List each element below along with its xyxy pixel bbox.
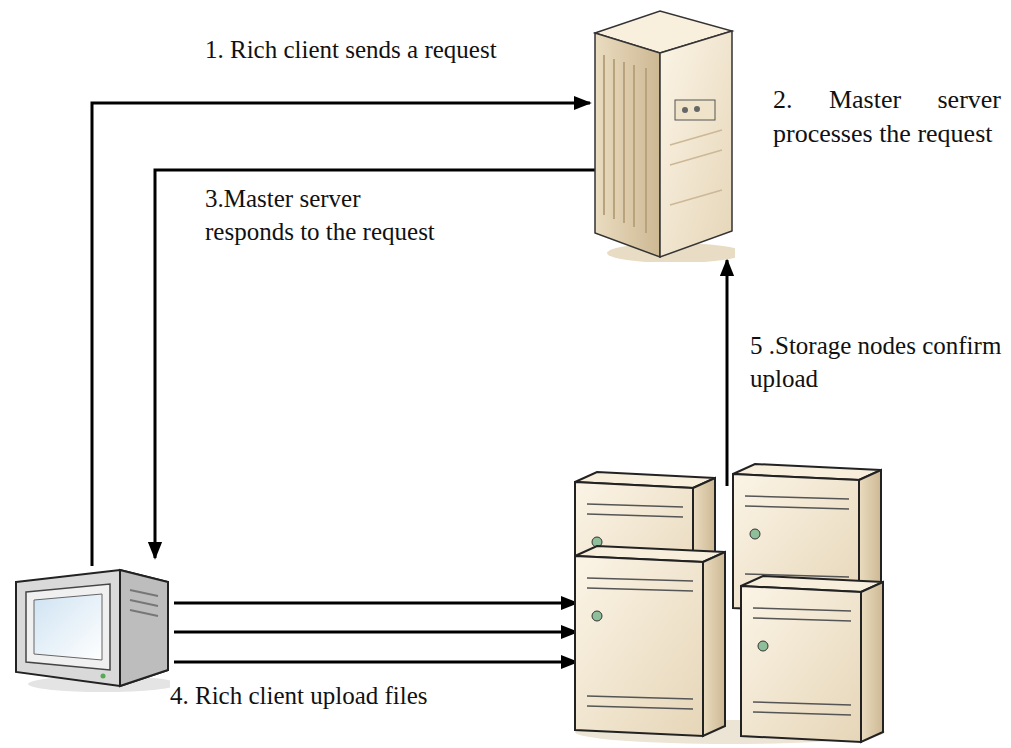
flow-arrow [174, 631, 577, 634]
flow-arrow [174, 661, 577, 664]
storage-nodes [565, 460, 887, 745]
step-label: 5 .Storage nodes confirm upload [750, 330, 1005, 395]
rich-client [8, 560, 178, 695]
flow-arrow [726, 260, 729, 486]
step-label: 4. Rich client upload files [170, 680, 440, 713]
step-label: 1. Rich client sends a request [205, 34, 535, 67]
flow-arrow [92, 103, 590, 566]
flow-arrow [155, 170, 602, 558]
master-server: 2. Master server processes the request [590, 5, 735, 262]
master-server-icon [590, 5, 735, 262]
flow-arrow [174, 602, 577, 605]
step-label: 3.Master server responds to the request [205, 183, 455, 248]
storage-nodes-icon [565, 460, 887, 745]
node-heading: 2. Master server processes the request [773, 83, 1001, 151]
rich-client-icon [8, 560, 178, 695]
